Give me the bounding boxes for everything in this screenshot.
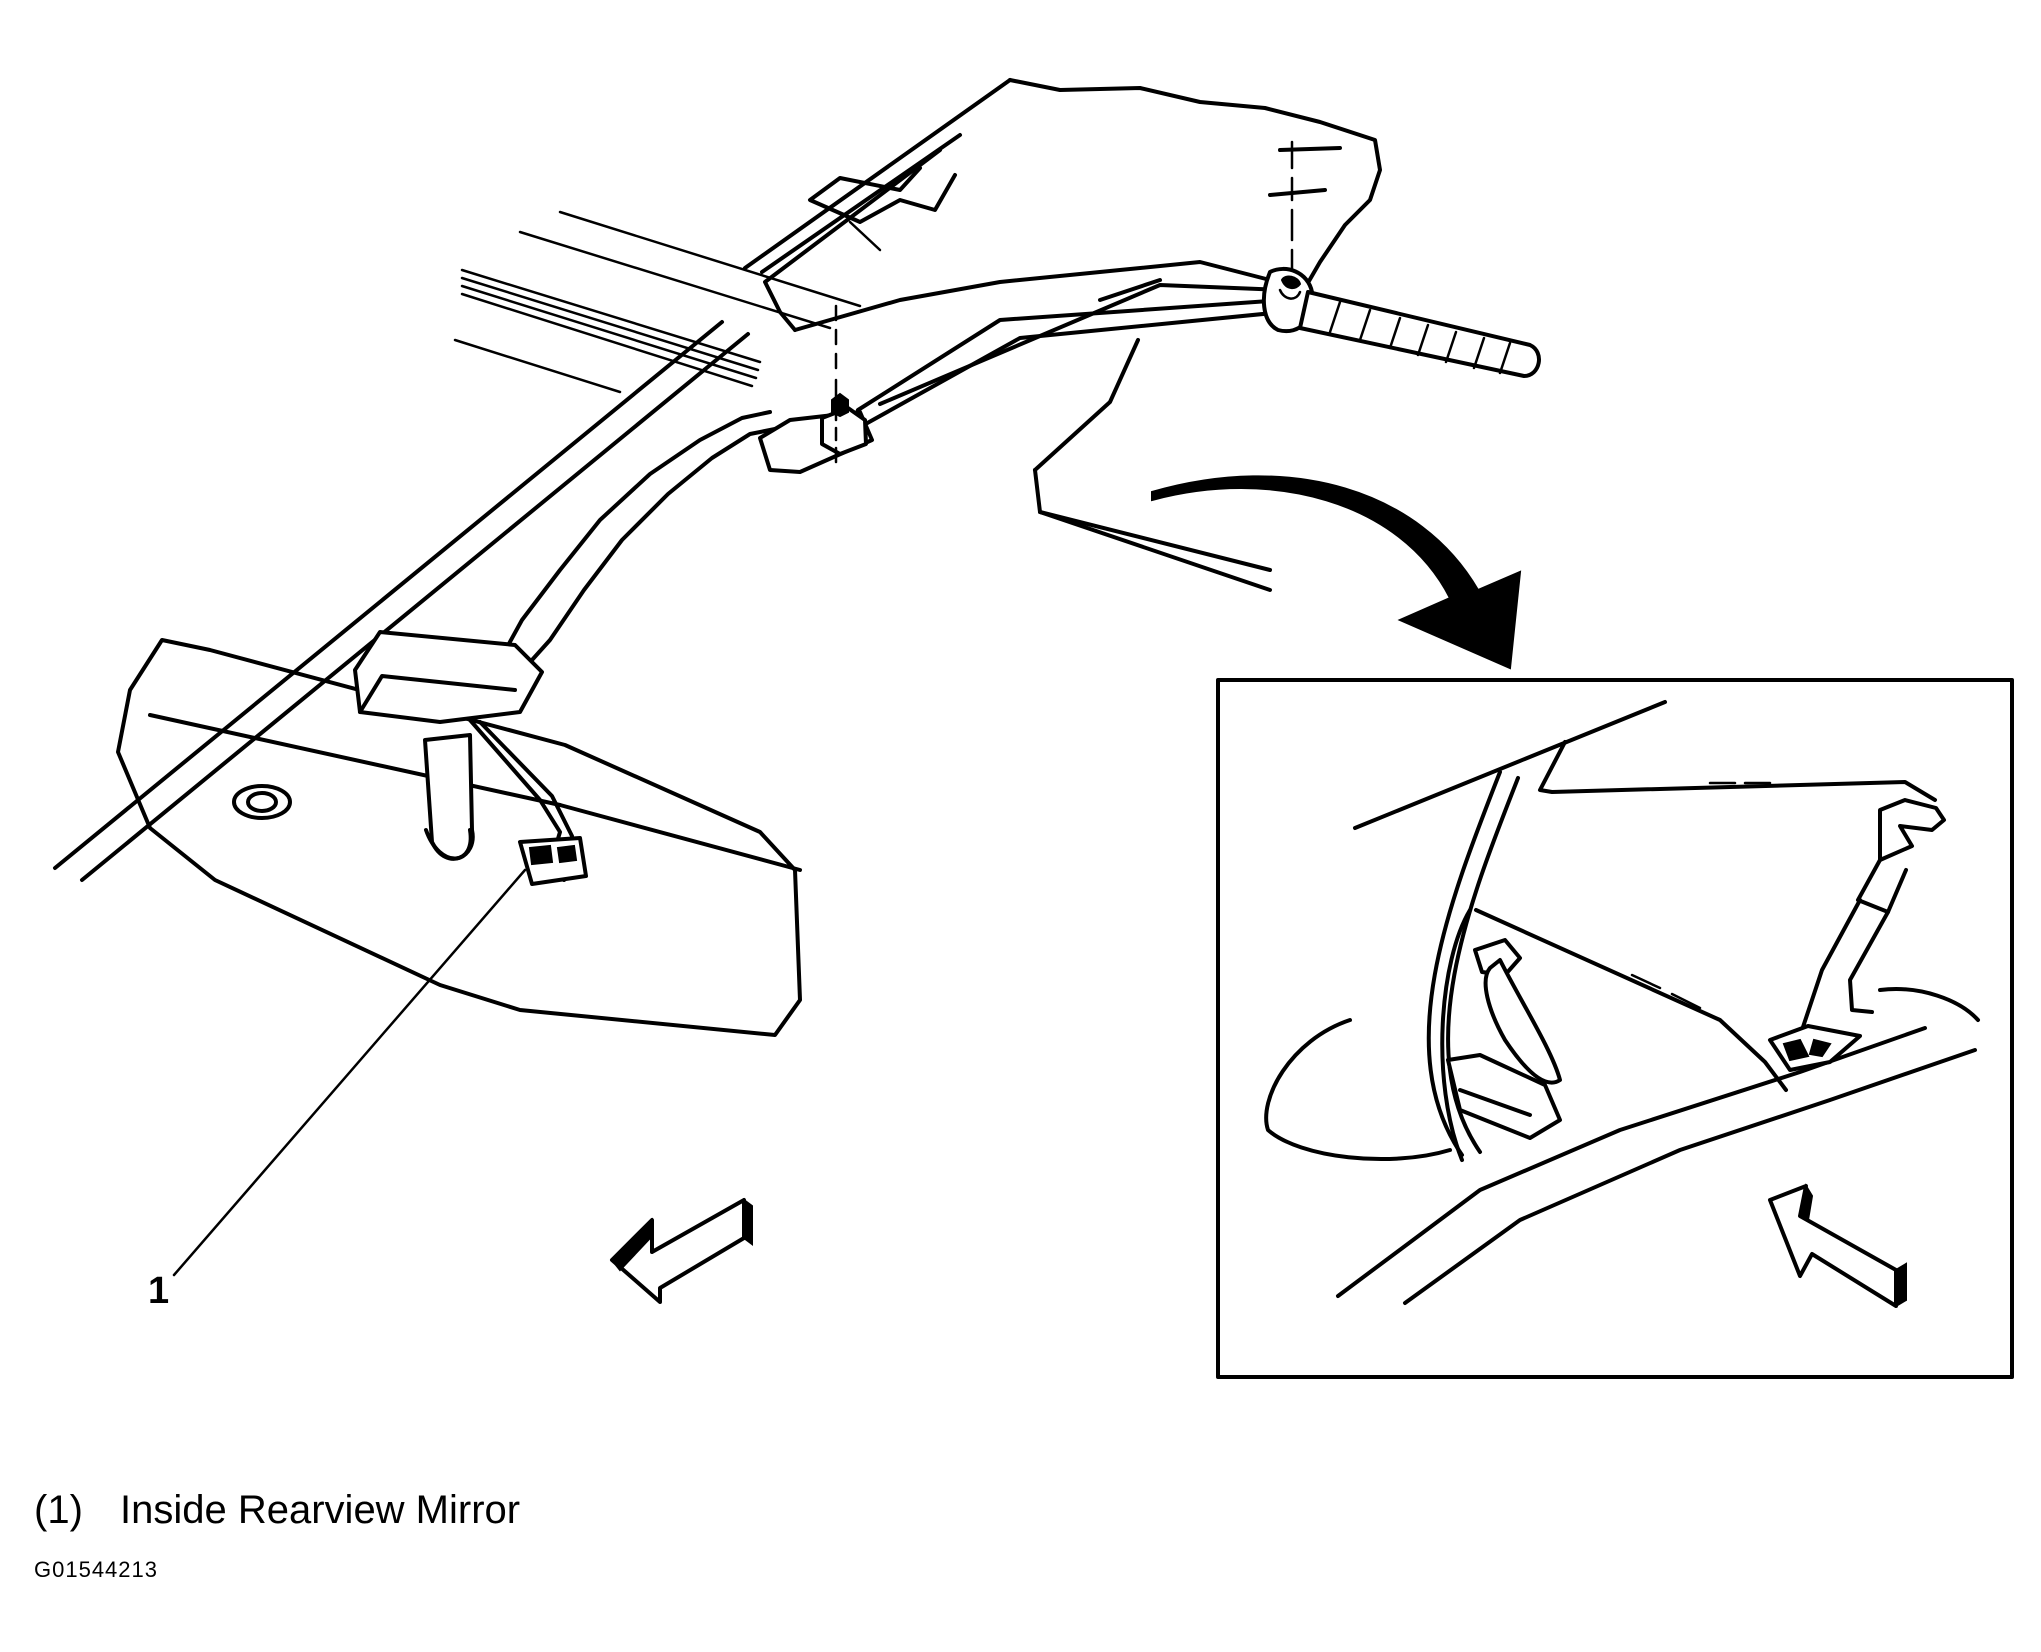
windshield-edge <box>55 322 748 880</box>
rearview-mirror <box>118 632 800 1035</box>
legend: (1) Inside Rearview Mirror <box>34 1488 520 1533</box>
lower-panel <box>1035 340 1270 590</box>
callout-1-leader <box>174 870 525 1275</box>
legend-item-label: Inside Rearview Mirror <box>120 1488 521 1532</box>
callout-number-1: 1 <box>148 1270 170 1312</box>
wiring-harness <box>500 285 1283 660</box>
conduit-grommet <box>1264 142 1539 376</box>
detail-arrow <box>1152 476 1520 668</box>
roof-panel <box>455 212 860 392</box>
legend-item-number: (1) <box>34 1488 83 1532</box>
inset-detail-box <box>1218 680 2012 1377</box>
forward-arrow <box>612 1200 752 1302</box>
overhead-console <box>745 80 1380 330</box>
figure-id: G01544213 <box>34 1557 158 1582</box>
